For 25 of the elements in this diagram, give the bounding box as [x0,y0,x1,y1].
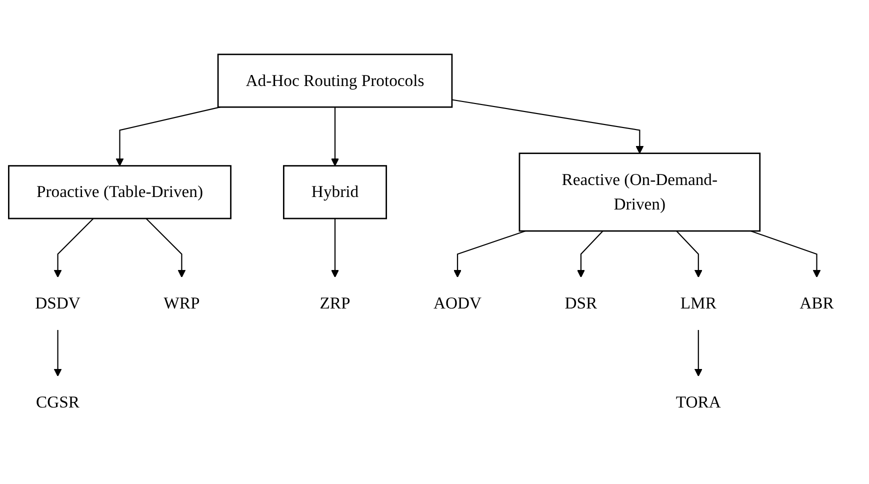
node-text: ABR [800,294,834,313]
arrow [116,106,220,167]
arrow [676,230,702,278]
node-text: WRP [164,294,200,313]
arrow [146,218,186,278]
node-text: LMR [680,294,716,313]
arrow [330,218,340,278]
node-box: Reactive (On-Demand-Driven) [518,153,761,232]
arrow [576,230,604,278]
node-box: Proactive (Table-Driven) [8,166,232,220]
arrow [54,218,94,278]
node-text: DSR [564,294,598,313]
node-text: DSDV [35,294,80,313]
node-text: AODV [433,294,482,313]
node-text: ZRP [320,294,350,313]
arrow [453,230,526,278]
arrow [330,107,340,167]
node-text: CGSR [36,393,80,412]
arrow [54,330,62,377]
node-text: TORA [676,393,721,412]
node-box: Hybrid [283,166,387,220]
arrow [452,100,644,154]
node-box: Ad-Hoc Routing Protocols [217,54,453,108]
arrow [694,330,702,377]
arrow [750,230,821,278]
